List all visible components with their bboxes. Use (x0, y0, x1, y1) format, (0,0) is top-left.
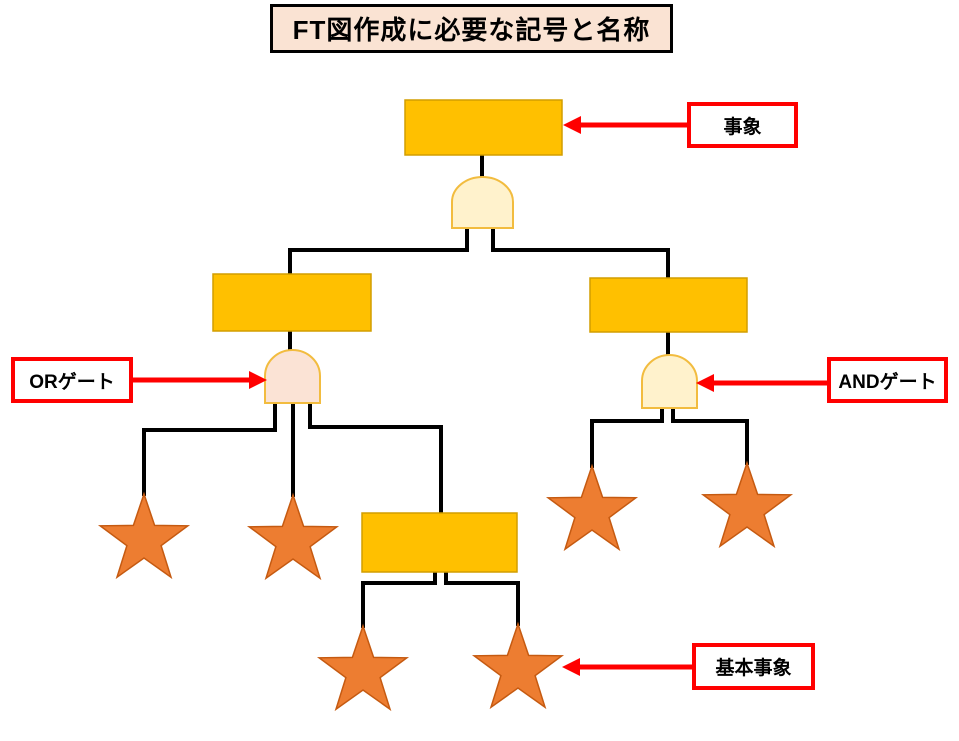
basic-event-callout-label: 基本事象 (715, 658, 792, 679)
event-callout-box: 事象 (687, 102, 798, 148)
top-and-gate-symbol (451, 176, 514, 229)
basic-event-arrow-icon (562, 658, 692, 676)
or-gate-symbol (264, 349, 321, 404)
connector-topgate-to-right-event (491, 226, 670, 280)
connector-orgate-to-middle-event (308, 401, 443, 515)
basic-event-star-3 (318, 625, 408, 710)
and-gate-callout-box: ANDゲート (827, 357, 948, 403)
connector-lines (142, 155, 749, 628)
connector-andgate-to-star-5 (590, 406, 664, 468)
and-gate-callout-label: ANDゲート (838, 371, 937, 393)
left-event-rectangle (212, 273, 372, 332)
basic-event-star-6 (702, 462, 792, 547)
diagram-title-text: FT図作成に必要な記号と名称 (292, 15, 651, 45)
or-gate-arrow-icon (133, 371, 267, 389)
or-gate-callout-label: ORゲート (29, 371, 115, 393)
basic-event-star-5 (547, 465, 637, 550)
connector-orgate-to-star-1 (142, 401, 277, 496)
and-gate-arrow-icon (696, 374, 827, 392)
middle-event-rectangle (361, 512, 518, 573)
right-event-rectangle (589, 277, 748, 333)
basic-event-star-4 (473, 623, 563, 708)
connector-topgate-to-left-event (288, 226, 469, 276)
connector-andgate-to-star-6 (671, 406, 749, 465)
event-callout-label: 事象 (723, 116, 762, 138)
connector-middle-event-to-star-4 (444, 571, 520, 626)
basic-event-star-1 (99, 493, 189, 578)
event-arrow-icon (563, 116, 687, 134)
top-event-rectangle (404, 99, 563, 156)
or-gate-callout-box: ORゲート (11, 357, 133, 403)
diagram-title: FT図作成に必要な記号と名称 (270, 4, 673, 53)
basic-event-callout-box: 基本事象 (692, 643, 815, 690)
right-and-gate-symbol (641, 354, 698, 409)
basic-event-star-2 (248, 494, 338, 579)
connector-middle-event-to-star-3 (361, 571, 437, 628)
